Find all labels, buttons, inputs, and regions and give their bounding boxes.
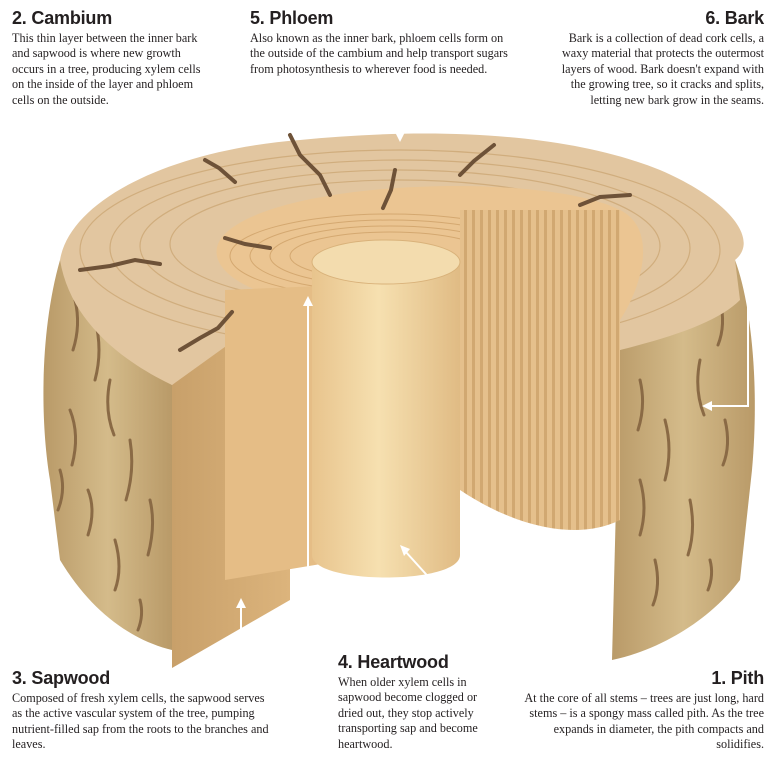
arrowhead-bark — [702, 401, 712, 411]
label-bark: 6. Bark Bark is a collection of dead cor… — [548, 8, 764, 108]
arrowhead-sapwood — [236, 598, 246, 608]
pith-top — [311, 239, 461, 285]
label-cambium: 2. Cambium This thin layer between the i… — [12, 8, 208, 108]
bark-texture-right — [636, 298, 730, 607]
arrowhead-phloem — [395, 132, 405, 142]
arrowhead-cambium — [88, 181, 98, 191]
heartwood-cylinder — [312, 262, 460, 578]
pith-description: At the core of all stems – trees are jus… — [524, 691, 764, 752]
pointer-arrowheads — [88, 132, 712, 608]
cambium-title: 2. Cambium — [12, 8, 113, 28]
pointer-bark — [710, 136, 749, 407]
pointer-pith — [404, 550, 521, 679]
cambium-description: This thin layer between the inner bark a… — [12, 31, 201, 107]
bark-title: 6. Bark — [705, 8, 764, 28]
pointer-heartwood — [307, 303, 332, 661]
sapwood-striped-wall — [460, 210, 620, 530]
pointer-cambium — [36, 125, 90, 187]
label-phloem: 5. Phloem Also known as the inner bark, … — [250, 8, 516, 77]
heartwood-title: 4. Heartwood — [338, 652, 449, 672]
arrowhead-pith — [400, 545, 410, 556]
label-sapwood: 3. Sapwood Composed of fresh xylem cells… — [12, 668, 274, 753]
pointer-lines — [36, 92, 749, 679]
pith-title: 1. Pith — [711, 668, 764, 688]
label-pith: 1. Pith At the core of all stems – trees… — [520, 668, 764, 753]
heartwood-description: When older xylem cells in sapwood become… — [338, 675, 478, 751]
bark-cracks — [78, 133, 632, 352]
label-heartwood: 4. Heartwood When older xylem cells in s… — [338, 652, 492, 752]
sapwood-title: 3. Sapwood — [12, 668, 111, 688]
sapwood-description: Composed of fresh xylem cells, the sapwo… — [12, 691, 269, 752]
arrowhead-heartwood — [303, 296, 313, 306]
phloem-title: 5. Phloem — [250, 8, 334, 28]
bark-description: Bark is a collection of dead cork cells,… — [561, 31, 764, 107]
phloem-description: Also known as the inner bark, phloem cel… — [250, 31, 508, 76]
bark-right-wall — [612, 260, 755, 660]
